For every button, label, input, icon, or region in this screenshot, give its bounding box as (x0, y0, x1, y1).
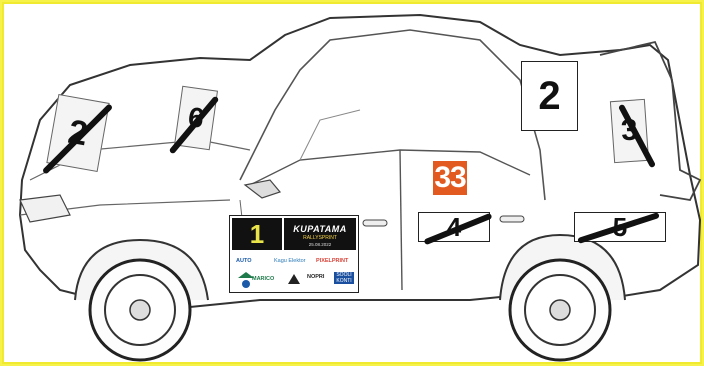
sponsor-logo-circle-icon (242, 280, 250, 288)
door-number-label: 33 (434, 163, 465, 193)
sponsor-pixelprint: PIXELPRINT (316, 258, 348, 264)
sponsor-auto: AUTO (236, 258, 251, 264)
event-date: 25.08.2022 (284, 242, 356, 247)
sponsor-logo-triangle-icon (288, 274, 300, 284)
sponsor-panel: 1 KUPATAMA RALLYSPRINT 25.08.2022 AUTO K… (229, 215, 359, 293)
roof-box-label: 2 (538, 74, 560, 119)
event-logo: KUPATAMA RALLYSPRINT 25.08.2022 (284, 218, 356, 250)
roof-number-box: 2 (521, 61, 578, 131)
event-subtitle: RALLYSPRINT (284, 235, 356, 241)
event-title: KUPATAMA (284, 224, 356, 234)
sponsor-logo-marks (234, 270, 354, 290)
sponsor-logo-house-icon (238, 272, 254, 278)
race-number-box: 1 (232, 218, 282, 250)
race-number: 1 (250, 221, 264, 247)
sponsor-kagu: Kagu Elektor (274, 258, 306, 264)
door-race-number: 33 (433, 161, 467, 195)
